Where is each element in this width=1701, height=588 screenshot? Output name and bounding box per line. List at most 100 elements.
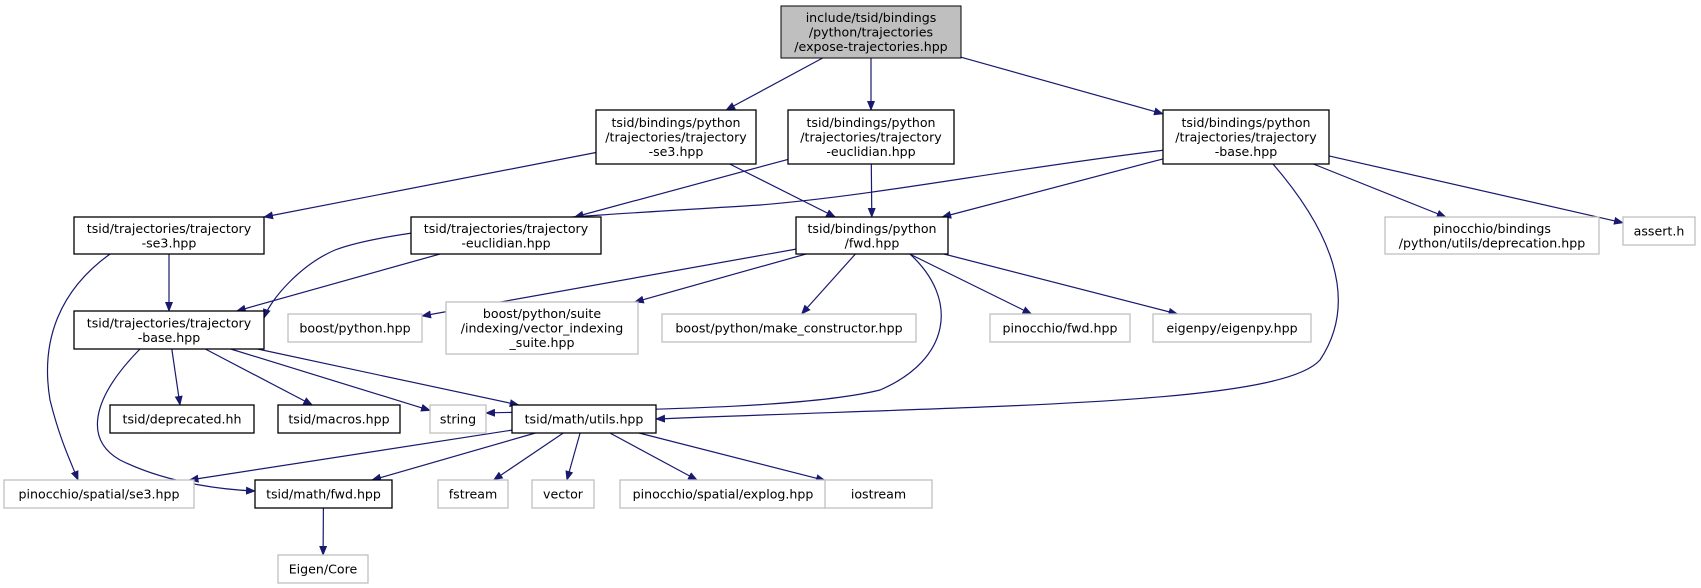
edge-n6-to-n13 bbox=[909, 253, 1033, 315]
node-box bbox=[661, 313, 917, 343]
edge-n9-to-n20 bbox=[96, 348, 256, 495]
node-label-line: -base.hpp bbox=[1215, 144, 1278, 159]
edge-n9-to-n17 bbox=[230, 348, 431, 412]
node-box bbox=[429, 404, 487, 434]
node-label-line: tsid/bindings/python bbox=[807, 221, 936, 236]
node-tsid-trajectories-trajectory-se3-hpp[interactable]: tsid/trajectories/trajectory-se3.hpp bbox=[73, 216, 265, 255]
node-vector[interactable]: vector bbox=[531, 479, 595, 509]
node-label-line: tsid/deprecated.hh bbox=[123, 412, 242, 427]
node-box bbox=[445, 301, 639, 355]
edge-n3-to-n7 bbox=[1313, 163, 1447, 218]
node-pinocchio-spatial-explog-hpp[interactable]: pinocchio/spatial/explog.hpp bbox=[619, 479, 827, 509]
node-string[interactable]: string bbox=[429, 404, 487, 434]
edge-n3-to-n9 bbox=[263, 149, 1166, 319]
node-box bbox=[109, 404, 255, 434]
edge-n18-to-n23 bbox=[609, 432, 698, 481]
node-label-line: -se3.hpp bbox=[142, 235, 197, 250]
node-pinocchio-fwd-hpp[interactable]: pinocchio/fwd.hpp bbox=[989, 313, 1131, 343]
node-tsid-trajectories-trajectory-base-hpp[interactable]: tsid/trajectories/trajectory-base.hpp bbox=[73, 310, 265, 350]
node-tsid-math-utils-hpp[interactable]: tsid/math/utils.hpp bbox=[511, 404, 657, 434]
edge-n18-to-n19 bbox=[188, 429, 513, 483]
node-label-line: include/tsid/bindings bbox=[806, 10, 937, 25]
node-label-line: tsid/bindings/python bbox=[806, 115, 935, 130]
node-label-line: /fwd.hpp bbox=[845, 235, 900, 250]
edge-n6-to-n12 bbox=[800, 253, 856, 315]
node-box bbox=[287, 313, 423, 343]
edge-n9-to-n16 bbox=[205, 348, 314, 406]
node-box bbox=[1162, 109, 1330, 165]
node-box bbox=[1384, 216, 1600, 255]
node-boost-python-suite-indexing-vector-indexing-suite-hpp[interactable]: boost/python/suite/indexing/vector_index… bbox=[445, 301, 639, 355]
node-boost-python-make-constructor-hpp[interactable]: boost/python/make_constructor.hpp bbox=[661, 313, 917, 343]
edge-n3-to-n18 bbox=[655, 163, 1339, 423]
node-label-line: tsid/trajectories/trajectory bbox=[424, 221, 589, 236]
node-box bbox=[437, 479, 509, 509]
node-box bbox=[824, 479, 933, 509]
node-label-line: tsid/trajectories/trajectory bbox=[87, 221, 252, 236]
edge-n0-to-n1 bbox=[725, 57, 823, 111]
edges-layer bbox=[46, 56, 1624, 556]
node-include-tsid-bindings-python-trajectories-expose-trajectories-hpp[interactable]: include/tsid/bindings/python/trajectorie… bbox=[780, 5, 962, 59]
node-boost-python-hpp[interactable]: boost/python.hpp bbox=[287, 313, 423, 343]
node-box bbox=[531, 479, 595, 509]
nodes-layer: include/tsid/bindings/python/trajectorie… bbox=[3, 5, 1696, 584]
edge-n3-to-n6 bbox=[941, 158, 1164, 219]
node-tsid-math-fwd-hpp[interactable]: tsid/math/fwd.hpp bbox=[254, 479, 393, 509]
node-box bbox=[1152, 313, 1312, 343]
edge-n18-to-n21 bbox=[492, 432, 564, 481]
node-label-line: tsid/bindings/python bbox=[1181, 115, 1310, 130]
node-box bbox=[410, 216, 602, 255]
edge-n1-to-n4 bbox=[263, 151, 597, 220]
node-label-line: eigenpy/eigenpy.hpp bbox=[1166, 321, 1297, 336]
node-label-line: boost/python/make_constructor.hpp bbox=[675, 321, 902, 336]
node-box bbox=[989, 313, 1131, 343]
node-eigen-core[interactable]: Eigen/Core bbox=[277, 554, 369, 584]
node-tsid-deprecated-hh[interactable]: tsid/deprecated.hh bbox=[109, 404, 255, 434]
node-label-line: -se3.hpp bbox=[649, 144, 704, 159]
edge-n6-to-n14 bbox=[943, 253, 1179, 316]
node-label-line: boost/python.hpp bbox=[299, 321, 410, 336]
node-assert-h[interactable]: assert.h bbox=[1622, 216, 1696, 246]
node-iostream[interactable]: iostream bbox=[824, 479, 933, 509]
edge-n0-to-n3 bbox=[960, 56, 1164, 116]
node-label-line: -base.hpp bbox=[138, 330, 201, 345]
node-label-line: _suite.hpp bbox=[509, 335, 575, 350]
node-tsid-trajectories-trajectory-euclidian-hpp[interactable]: tsid/trajectories/trajectory-euclidian.h… bbox=[410, 216, 602, 255]
edge-n5-to-n9 bbox=[235, 253, 441, 313]
edge-n3-to-n8 bbox=[1328, 155, 1624, 225]
node-box bbox=[1622, 216, 1696, 246]
node-eigenpy-eigenpy-hpp[interactable]: eigenpy/eigenpy.hpp bbox=[1152, 313, 1312, 343]
node-label-line: iostream bbox=[851, 487, 906, 502]
edge-n1-to-n6 bbox=[729, 163, 837, 218]
node-label-line: -euclidian.hpp bbox=[461, 235, 550, 250]
node-label-line: pinocchio/spatial/se3.hpp bbox=[19, 487, 180, 502]
node-tsid-bindings-python-trajectories-trajectory-euclidian-hpp[interactable]: tsid/bindings/python/trajectories/trajec… bbox=[787, 109, 955, 165]
node-tsid-bindings-python-fwd-hpp[interactable]: tsid/bindings/python/fwd.hpp bbox=[795, 216, 949, 255]
node-box bbox=[277, 554, 369, 584]
edge-n18-to-n22 bbox=[565, 432, 581, 481]
node-tsid-macros-hpp[interactable]: tsid/macros.hpp bbox=[277, 404, 401, 434]
node-box bbox=[595, 109, 757, 165]
node-pinocchio-spatial-se3-hpp[interactable]: pinocchio/spatial/se3.hpp bbox=[3, 479, 195, 509]
node-label-line: boost/python/suite bbox=[483, 306, 601, 321]
node-fstream[interactable]: fstream bbox=[437, 479, 509, 509]
node-tsid-bindings-python-trajectories-trajectory-se3-hpp[interactable]: tsid/bindings/python/trajectories/trajec… bbox=[595, 109, 757, 165]
node-label-line: tsid/macros.hpp bbox=[288, 412, 389, 427]
node-label-line: tsid/math/utils.hpp bbox=[525, 412, 644, 427]
node-pinocchio-bindings-python-utils-deprecation-hpp[interactable]: pinocchio/bindings/python/utils/deprecat… bbox=[1384, 216, 1600, 255]
node-label-line: string bbox=[440, 412, 476, 427]
edge-n4-to-n19 bbox=[46, 253, 111, 481]
node-label-line: tsid/math/fwd.hpp bbox=[266, 487, 381, 502]
node-label-line: /expose-trajectories.hpp bbox=[794, 39, 947, 54]
node-box bbox=[795, 216, 949, 255]
edge-n6-to-n11 bbox=[633, 253, 807, 304]
node-label-line: pinocchio/spatial/explog.hpp bbox=[633, 487, 814, 502]
edge-n9-to-n15 bbox=[171, 348, 183, 406]
node-label-line: assert.h bbox=[1634, 224, 1685, 239]
node-label-line: /python/trajectories bbox=[809, 25, 933, 40]
node-box bbox=[511, 404, 657, 434]
node-tsid-bindings-python-trajectories-trajectory-base-hpp[interactable]: tsid/bindings/python/trajectories/trajec… bbox=[1162, 109, 1330, 165]
node-label-line: /trajectories/trajectory bbox=[1175, 130, 1317, 145]
node-label-line: /trajectories/trajectory bbox=[605, 130, 747, 145]
